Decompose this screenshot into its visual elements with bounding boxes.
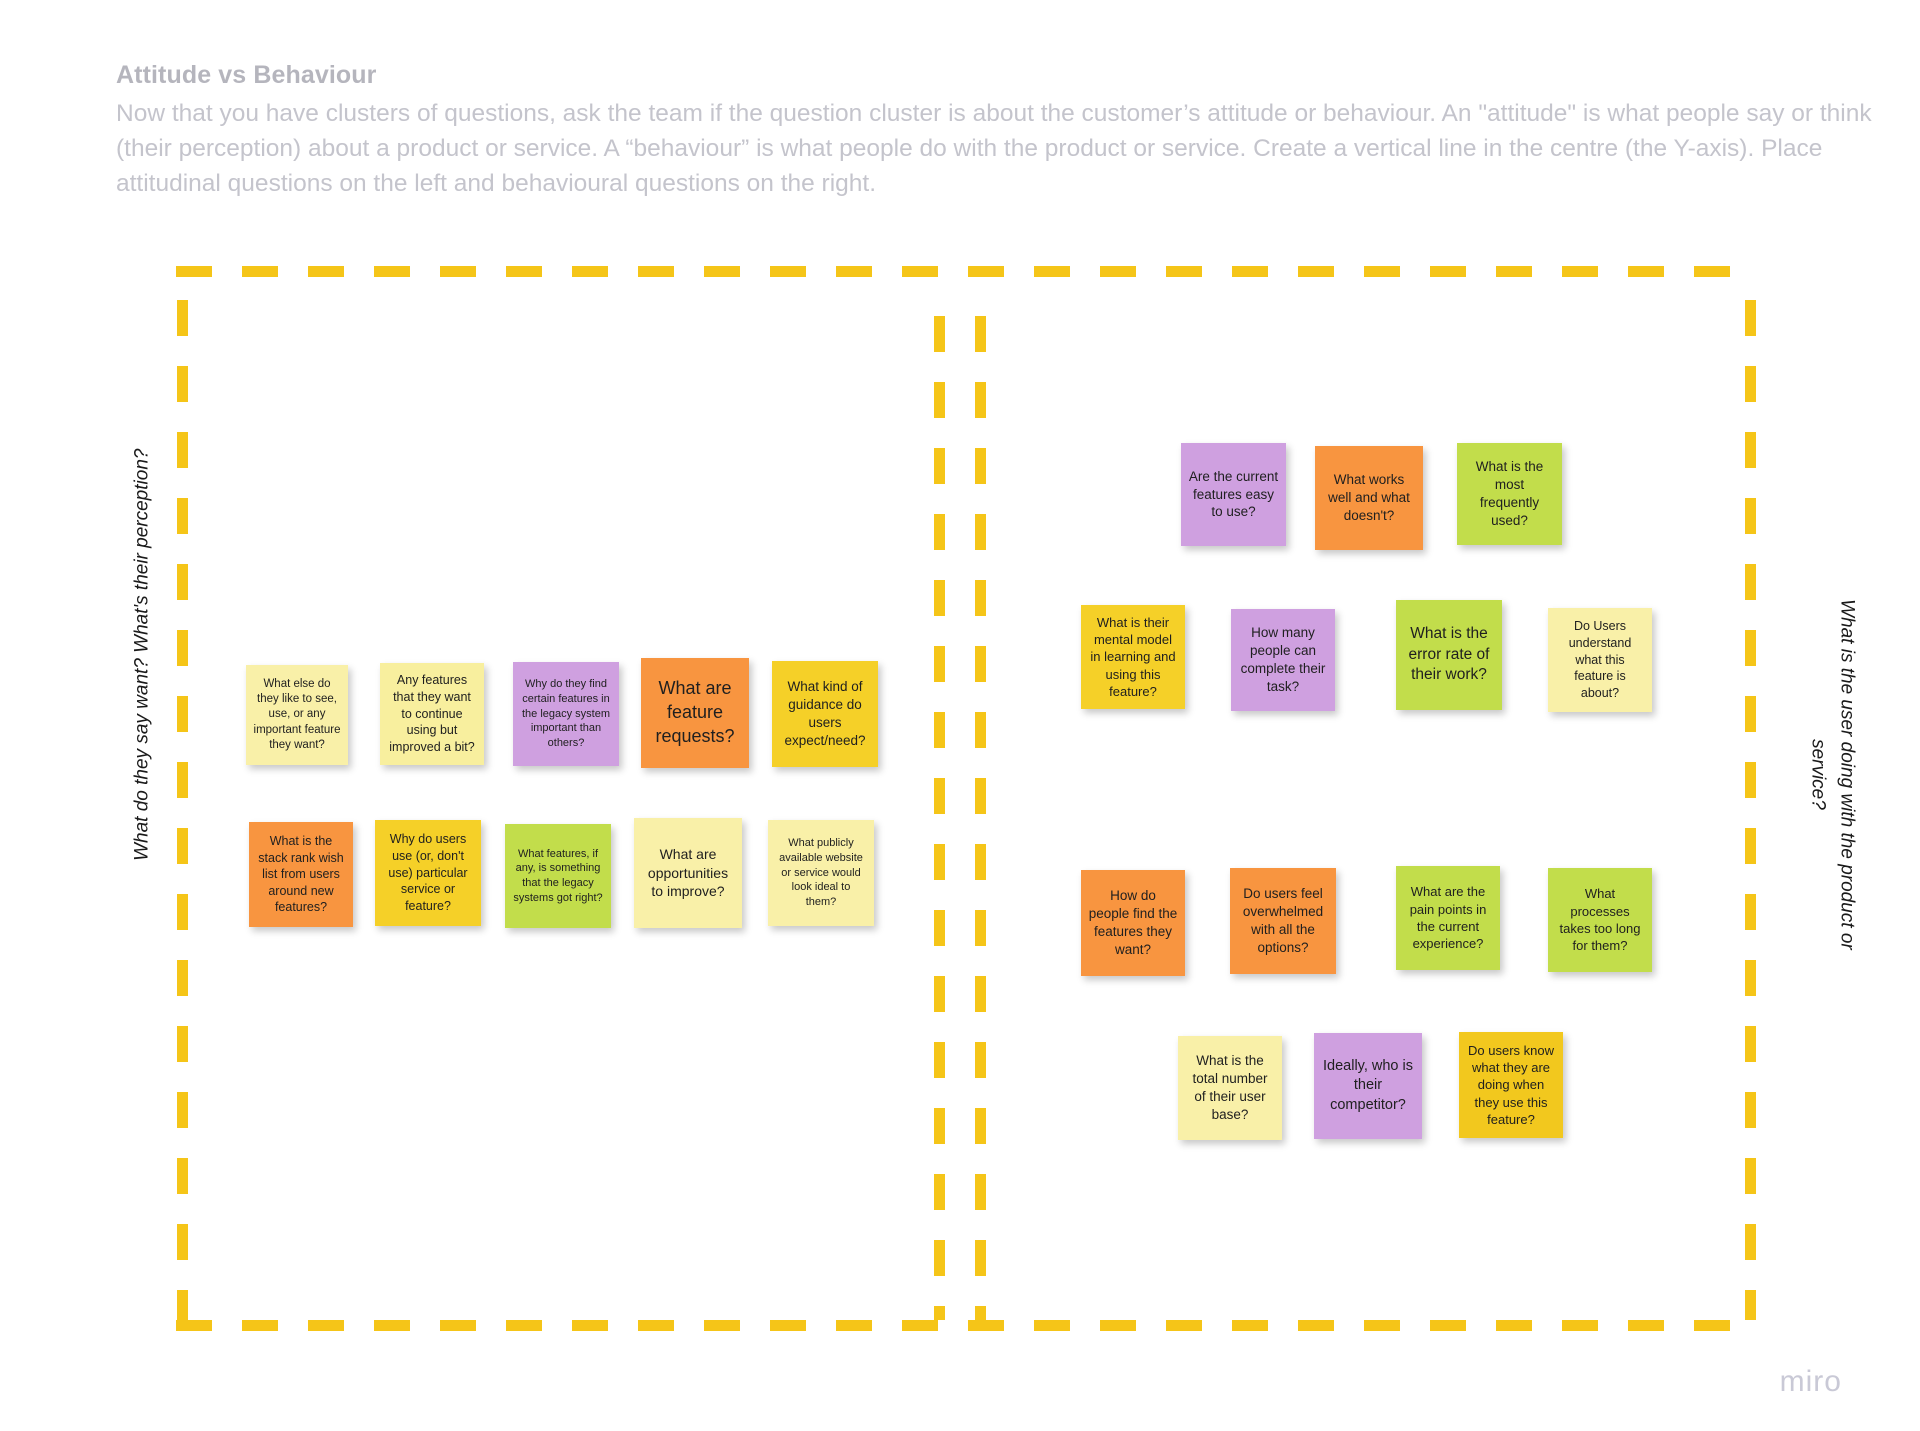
sticky-note[interactable]: What is the stack rank wish list from us… (249, 822, 353, 927)
sticky-note-text: How many people can complete their task? (1240, 625, 1326, 694)
sticky-note-text: Do Users understand what this feature is… (1568, 619, 1632, 700)
frame-top-edge (176, 266, 1756, 277)
frame-center-axis-right (975, 316, 986, 1320)
sticky-note-text: What is the total number of their user b… (1192, 1053, 1268, 1122)
frame-left-edge (177, 300, 188, 1320)
sticky-note-text: Do users feel overwhelmed with all the o… (1242, 886, 1324, 955)
frame-bottom-edge (176, 1320, 1756, 1331)
axis-label-attitude: What do they say want? What's their perc… (131, 448, 153, 861)
sticky-note-text: Ideally, who is their competitor? (1323, 1058, 1413, 1113)
sticky-note-text: What is their mental model in learning a… (1090, 614, 1176, 699)
sticky-note-text: What are opportunities to improve? (647, 846, 729, 900)
sticky-note-text: What features, if any, is something that… (513, 847, 603, 904)
sticky-note[interactable]: Why do they find certain features in the… (513, 662, 619, 766)
sticky-note[interactable]: What else do they like to see, use, or a… (246, 665, 348, 765)
sticky-note-text: How do people find the features they wan… (1088, 888, 1178, 957)
sticky-note[interactable]: What processes takes too long for them? (1548, 868, 1652, 972)
sticky-note[interactable]: Are the current features easy to use? (1181, 443, 1286, 546)
board-header: Attitude vs Behaviour Now that you have … (116, 60, 1906, 202)
sticky-note-text: Why do users use (or, don't use) particu… (388, 832, 468, 913)
sticky-note[interactable]: What is the most frequently used? (1457, 443, 1562, 545)
page-title: Attitude vs Behaviour (116, 61, 377, 89)
sticky-note-text: What is the error rate of their work? (1408, 625, 1490, 684)
sticky-note[interactable]: What is the error rate of their work? (1396, 600, 1502, 710)
sticky-note[interactable]: What are feature requests? (641, 658, 749, 768)
sticky-note-text: What else do they like to see, use, or a… (253, 677, 341, 751)
sticky-note[interactable]: Why do users use (or, don't use) particu… (375, 820, 481, 926)
sticky-note[interactable]: How many people can complete their task? (1231, 609, 1335, 711)
sticky-note[interactable]: How do people find the features they wan… (1081, 870, 1185, 976)
sticky-note[interactable]: Do Users understand what this feature is… (1548, 608, 1652, 712)
sticky-note[interactable]: What are the pain points in the current … (1396, 866, 1500, 970)
sticky-note[interactable]: Do users feel overwhelmed with all the o… (1230, 868, 1336, 974)
sticky-note[interactable]: What is their mental model in learning a… (1081, 605, 1185, 709)
sticky-note[interactable]: What is the total number of their user b… (1178, 1036, 1282, 1140)
sticky-note[interactable]: What kind of guidance do users expect/ne… (772, 661, 878, 767)
frame-right-edge (1745, 300, 1756, 1320)
sticky-note-text: What processes takes too long for them? (1559, 886, 1641, 954)
sticky-note-text: What publicly available website or servi… (779, 837, 863, 908)
sticky-note-text: Are the current features easy to use? (1188, 468, 1279, 520)
miro-logo: miro (1779, 1365, 1842, 1398)
frame-center-axis-left (934, 316, 945, 1320)
sticky-note-text: What are the pain points in the current … (1409, 884, 1487, 952)
sticky-note[interactable]: Any features that they want to continue … (380, 663, 484, 765)
sticky-note[interactable]: What features, if any, is something that… (505, 824, 611, 928)
axis-label-behaviour: What is the user doing with the product … (1807, 599, 1858, 950)
sticky-note[interactable]: What are opportunities to improve? (634, 818, 742, 928)
sticky-note[interactable]: What works well and what doesn't? (1315, 446, 1423, 550)
sticky-note-text: What is the most frequently used? (1475, 459, 1544, 528)
sticky-note-text: Do users know what they are doing when t… (1468, 1042, 1554, 1127)
sticky-note-text: What kind of guidance do users expect/ne… (784, 679, 866, 748)
page-description: Now that you have clusters of questions,… (116, 100, 1872, 197)
sticky-note-text: Why do they find certain features in the… (521, 678, 611, 749)
sticky-note-text: What works well and what doesn't? (1328, 472, 1410, 523)
sticky-note-text: Any features that they want to continue … (389, 673, 475, 754)
sticky-note-text: What is the stack rank wish list from us… (258, 833, 344, 915)
sticky-note[interactable]: Ideally, who is their competitor? (1314, 1033, 1422, 1139)
sticky-note[interactable]: What publicly available website or servi… (768, 820, 874, 926)
sticky-note-text: What are feature requests? (655, 678, 735, 746)
sticky-note[interactable]: Do users know what they are doing when t… (1459, 1032, 1563, 1138)
